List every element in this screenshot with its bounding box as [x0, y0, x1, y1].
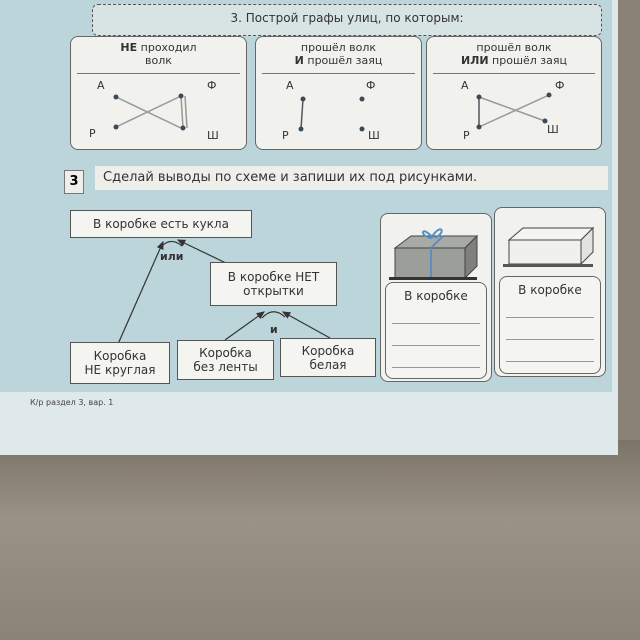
node-label-a: А: [286, 79, 294, 92]
answer-area[interactable]: В коробке: [385, 282, 487, 379]
gift-box-icon: [389, 228, 479, 280]
graph-title: прошёл заяц: [307, 54, 383, 67]
graph-title: прошёл заяц: [492, 54, 568, 67]
and-label: и: [270, 323, 278, 336]
picture-card-gift-box: В коробке: [380, 213, 492, 382]
writing-line: [506, 361, 594, 362]
divider: [77, 73, 240, 74]
writing-line: [506, 339, 594, 340]
graph-title-bold: И: [294, 54, 304, 67]
writing-line: [392, 323, 480, 324]
graph-title: проходил: [140, 41, 197, 54]
box-text: Коробка: [301, 343, 355, 358]
node-label-f: Ф: [555, 79, 565, 92]
scheme-box-doll: В коробке есть кукла: [70, 210, 252, 238]
box-text: белая: [309, 357, 347, 372]
task-number: 3: [64, 170, 84, 194]
node-label-a: А: [461, 79, 469, 92]
node-label-sh: Ш: [547, 123, 559, 136]
graph-drawing: [298, 96, 365, 132]
writing-line: [392, 345, 480, 346]
node-label-r: Р: [463, 129, 470, 142]
or-label: или: [160, 250, 184, 263]
node-label-a: А: [97, 79, 105, 92]
graph-title: волк: [145, 54, 172, 67]
workbook-page: 3. Построй графы улиц, по которым: НЕ пр…: [0, 0, 618, 455]
box-text: Коробка: [93, 349, 147, 363]
task3-header: 3. Построй графы улиц, по которым:: [92, 4, 602, 36]
divider: [262, 73, 415, 74]
node-label-r: Р: [89, 127, 96, 140]
node-label-f: Ф: [207, 79, 217, 92]
node-label-sh: Ш: [207, 129, 219, 142]
graph-title-bold: ИЛИ: [460, 54, 489, 67]
divider: [433, 73, 595, 74]
box-text: НЕ круглая: [84, 363, 156, 377]
node-label-sh: Ш: [368, 129, 380, 142]
plain-box-icon: [503, 226, 595, 267]
card-label: В коробке: [404, 289, 468, 303]
picture-card-plain-box: В коробке: [494, 207, 606, 377]
writing-line: [392, 367, 480, 368]
card-label: В коробке: [518, 283, 582, 297]
graph-drawing: [113, 93, 188, 131]
node-label-f: Ф: [366, 79, 376, 92]
box-text: Коробка: [199, 346, 252, 360]
task-instruction: Сделай выводы по схеме и запиши их под р…: [95, 166, 608, 190]
footer-note: К/р раздел 3, вар. 1: [30, 398, 114, 407]
graph-title-bold: НЕ: [120, 41, 138, 54]
graph-drawing: [476, 92, 552, 130]
answer-area[interactable]: В коробке: [499, 276, 601, 374]
box-text: открытки: [243, 284, 304, 298]
box-text: В коробке НЕТ: [227, 270, 320, 284]
graph-title: прошёл волк: [300, 41, 377, 54]
writing-line: [506, 317, 594, 318]
box-text: без ленты: [193, 360, 258, 374]
graph-title: прошёл волк: [476, 41, 552, 54]
node-label-r: Р: [282, 129, 289, 142]
scheme-arrows: [117, 239, 331, 345]
fabric-background: [0, 440, 640, 640]
